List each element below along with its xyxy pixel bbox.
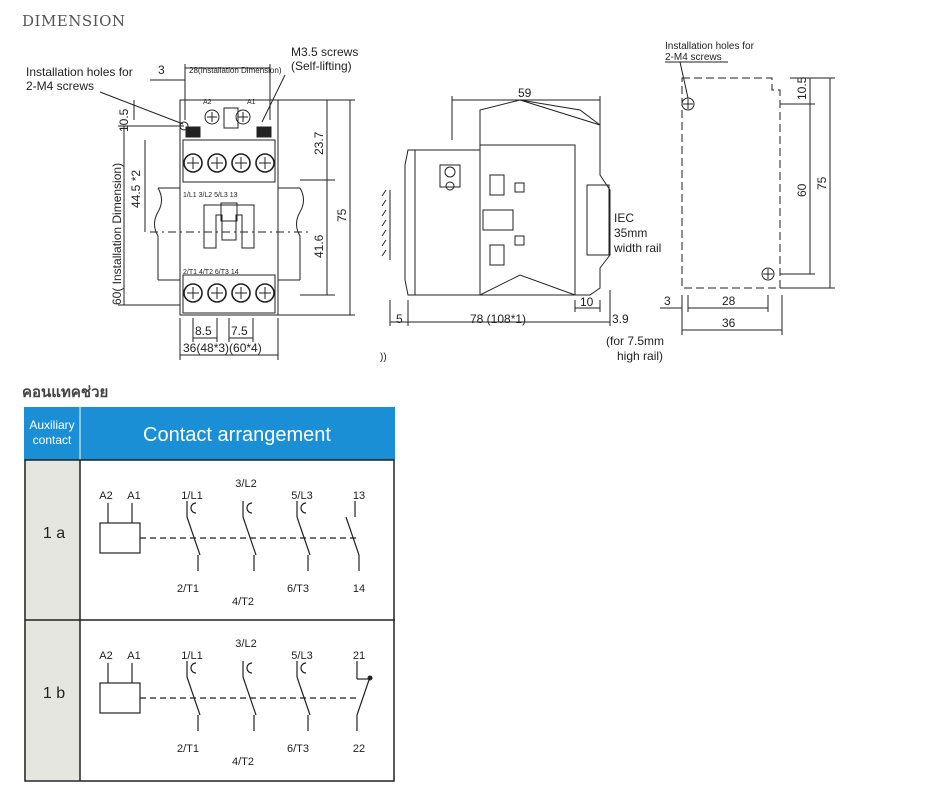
row-1a-p2-bot: 4/T2 xyxy=(232,596,254,608)
dim-36-label: 36(48*3)(60*4) xyxy=(183,341,262,355)
row-1a-p3-bot: 6/T3 xyxy=(287,583,309,595)
row-1b-coil-a2: A2 xyxy=(99,650,112,662)
row-1a-label: 1 a xyxy=(43,525,65,542)
terminal-a1-label: A1 xyxy=(247,99,256,106)
dim-3-9-label: 3.9 xyxy=(612,312,629,326)
dim-10-5-label: 10.5 xyxy=(117,108,131,132)
front-view-drawing xyxy=(99,64,355,360)
row-1b-p2-bot: 4/T2 xyxy=(232,756,254,768)
dim-23-7-label: 23.7 xyxy=(312,131,326,155)
row-1b-p2-top: 3/L2 xyxy=(235,638,256,650)
holes-note-line2: 2-M4 screws xyxy=(26,79,94,93)
screws-note-line2: (Self-lifting) xyxy=(291,59,352,73)
mount-view-labels: Installation holes for 2-M4 screws 10.5 … xyxy=(664,41,829,330)
side-view-labels: 59 5 78 (108*1) 10 3.9 IEC 35mm width ra… xyxy=(380,86,664,363)
mount-dim-36-label: 36 xyxy=(722,316,736,330)
row-1a-p3-top: 5/L3 xyxy=(291,490,312,502)
mount-view-drawing xyxy=(660,61,835,335)
dim-10-label: 10 xyxy=(580,295,594,309)
row-1a-p1-top: 1/L1 xyxy=(181,490,202,502)
top-terminals-label: 1/L1 3/L2 5/L3 13 xyxy=(183,192,238,199)
mount-dim-60-label: 60 xyxy=(795,183,809,197)
row-1b-coil-a1: A1 xyxy=(127,650,140,662)
row-1b: 1 b A2 A1 1/L1 3/L2 5/L3 21 2/T1 4/T2 6/… xyxy=(43,638,373,768)
dim-5-label: 5 xyxy=(396,312,403,326)
row-1a-p1-bot: 2/T1 xyxy=(177,583,199,595)
row-1b-aux-top: 21 xyxy=(353,650,365,662)
header-cell-arrangement xyxy=(80,407,395,460)
dim-7-5-label: 7.5 xyxy=(231,324,248,338)
screws-note-line1: M3.5 screws xyxy=(291,45,358,59)
holes-note-line1: Installation holes for xyxy=(26,65,133,79)
row-1b-p3-bot: 6/T3 xyxy=(287,743,309,755)
row-1a-aux-top: 13 xyxy=(353,490,365,502)
row-1b-p3-top: 5/L3 xyxy=(291,650,312,662)
auxiliary-contacts-heading: คอนแทคช่วย xyxy=(22,383,109,401)
mount-dim-75-label: 75 xyxy=(815,176,829,190)
row-1b-p1-top: 1/L1 xyxy=(181,650,202,662)
dim-3-label: 3 xyxy=(158,63,165,77)
rail-note-line2: high rail) xyxy=(617,349,663,363)
header-cell-auxiliary xyxy=(24,407,80,460)
row-1b-aux-bot: 22 xyxy=(353,743,365,755)
row-1b-label: 1 b xyxy=(43,685,65,702)
rail-label-line3: width rail xyxy=(613,241,661,255)
row-1a-aux-bot: 14 xyxy=(353,583,365,595)
dim-8-5-label: 8.5 xyxy=(195,324,212,338)
contact-arrangement-table: Auxiliary contact Contact arrangement 1 … xyxy=(24,407,395,782)
row-1a-coil-a1: A1 xyxy=(127,490,140,502)
bottom-terminals-label: 2/T1 4/T2 6/T3 14 xyxy=(183,269,239,276)
mount-dim-28-label: 28 xyxy=(722,294,736,308)
mount-dim-10-5-label: 10.5 xyxy=(795,76,809,100)
dim-44-5-label: 44.5 *2 xyxy=(129,170,143,208)
dim-41-6-label: 41.6 xyxy=(312,234,326,258)
header-auxiliary-line2: contact xyxy=(33,433,72,447)
rail-note-line1: (for 7.5mm xyxy=(606,334,664,348)
mount-dim-3-label: 3 xyxy=(664,294,671,308)
dimension-heading: DIMENSION xyxy=(22,12,126,30)
dim-60-install-label: 60( Installation Dimension) xyxy=(110,163,124,305)
side-view-drawing xyxy=(381,96,611,326)
row-1a: 1 a A2 A1 1/L1 3/L2 5/L3 13 2/T1 4/T2 6/… xyxy=(43,478,365,608)
rail-label-line2: 35mm xyxy=(614,226,647,240)
mount-holes-note-line1: Installation holes for xyxy=(665,41,755,52)
header-auxiliary-line1: Auxiliary xyxy=(29,418,74,432)
dim-59-label: 59 xyxy=(518,86,532,100)
front-view-labels: 3 28(Installation Dimension) M3.5 screws… xyxy=(26,45,358,355)
rail-label-line1: IEC xyxy=(614,211,634,225)
row-1b-p1-bot: 2/T1 xyxy=(177,743,199,755)
header-contact-arrangement: Contact arrangement xyxy=(143,424,331,446)
dim-75-label: 75 xyxy=(335,208,349,222)
dim-28-label: 28(Installation Dimension) xyxy=(189,66,282,75)
dim-78-label: 78 (108*1) xyxy=(470,312,526,326)
terminal-a2-label: A2 xyxy=(203,99,212,106)
row-1a-p2-top: 3/L2 xyxy=(235,478,256,490)
side-view-partial-text: )) xyxy=(380,352,387,363)
dimension-drawings: 3 28(Installation Dimension) M3.5 screws… xyxy=(26,41,835,363)
row-1a-coil-a2: A2 xyxy=(99,490,112,502)
mount-holes-note-line2: 2-M4 screws xyxy=(665,52,722,63)
